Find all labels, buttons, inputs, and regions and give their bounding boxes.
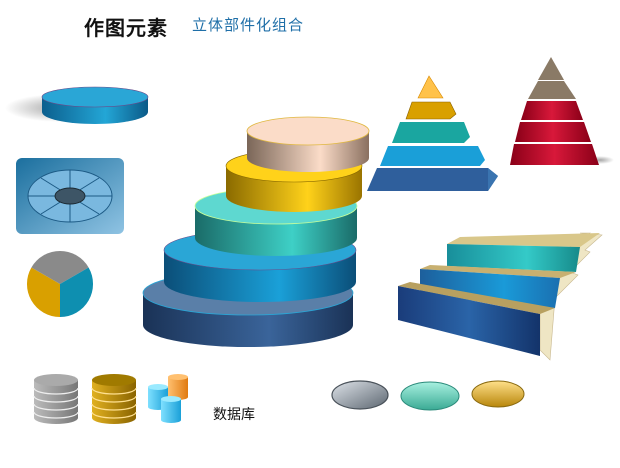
layered-pyramid-red bbox=[510, 57, 614, 165]
staircase bbox=[398, 232, 603, 361]
stacked-cylinders bbox=[142, 116, 370, 347]
oval-buttons bbox=[331, 380, 525, 411]
page-title: 作图元素 bbox=[84, 16, 168, 40]
database-cluster-icon bbox=[148, 374, 188, 423]
database-icons bbox=[33, 374, 188, 424]
flat-disc bbox=[5, 86, 149, 124]
segmented-ring-tile bbox=[16, 158, 124, 234]
page-subtitle: 立体部件化组合 bbox=[192, 16, 305, 34]
database-gold-icon bbox=[91, 374, 137, 424]
database-gray-icon bbox=[33, 374, 79, 424]
database-label: 数据库 bbox=[213, 407, 255, 423]
layered-pyramid-blue bbox=[367, 75, 498, 191]
three-slice-pie bbox=[26, 250, 94, 317]
